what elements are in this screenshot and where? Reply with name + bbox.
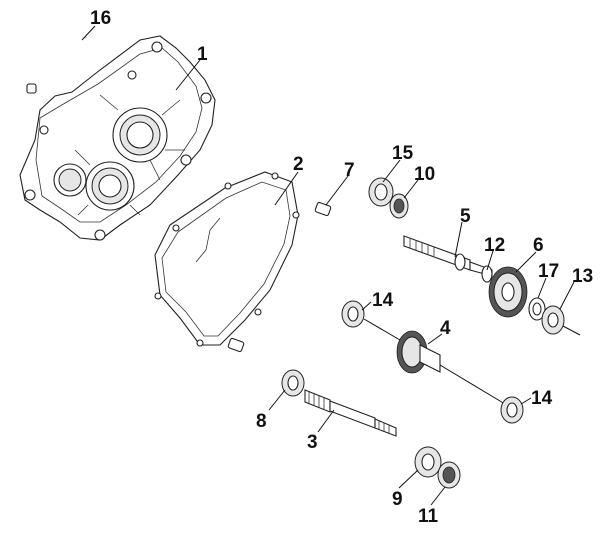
callout-3: 3: [307, 432, 318, 453]
part-2-gasket: [154, 171, 300, 347]
callout-10: 10: [414, 164, 435, 185]
callout-1: 1: [197, 44, 208, 65]
part-10-oil-seal: [389, 193, 409, 219]
part-14-bearing-lower: [500, 396, 524, 424]
callout-8: 8: [256, 411, 267, 432]
callout-7: 7: [344, 160, 355, 181]
callout-14-lower: 14: [531, 388, 553, 409]
part-8-bearing: [281, 369, 305, 397]
part-1-transmission-housing: [19, 35, 216, 241]
callout-9: 9: [392, 489, 403, 510]
callout-11: 11: [418, 506, 439, 527]
callout-15: 15: [392, 143, 414, 164]
callout-13: 13: [572, 266, 593, 287]
part-5-input-shaft: [403, 235, 493, 277]
callout-14-upper: 14: [372, 290, 394, 311]
part-9-bearing: [414, 446, 442, 478]
part-6-gear: [488, 266, 528, 318]
callout-16: 16: [90, 8, 111, 29]
part-14-bearing-upper: [341, 300, 401, 341]
leader-lines: [81, 25, 575, 506]
part-15-bearing: [368, 177, 394, 207]
callout-labels: 16 1 2 7 15 10 5 12 6 17 13 14 4 14 8 3 …: [90, 8, 593, 527]
part-16-breather-hose: [26, 37, 88, 94]
callout-12: 12: [484, 235, 505, 256]
part-12-circlip: [481, 265, 493, 283]
part-11-oil-seal: [437, 461, 461, 489]
part-17-washer: [528, 297, 546, 321]
callout-17: 17: [538, 261, 559, 282]
callout-6: 6: [533, 235, 544, 256]
callout-5: 5: [460, 206, 471, 227]
part-3-output-shaft: [304, 389, 397, 437]
part-4-countershaft-gear: [396, 330, 506, 405]
part-7-dowel-pins: [227, 201, 332, 353]
callout-4: 4: [440, 318, 451, 339]
callout-2: 2: [293, 154, 304, 175]
part-13-bearing: [541, 305, 581, 336]
